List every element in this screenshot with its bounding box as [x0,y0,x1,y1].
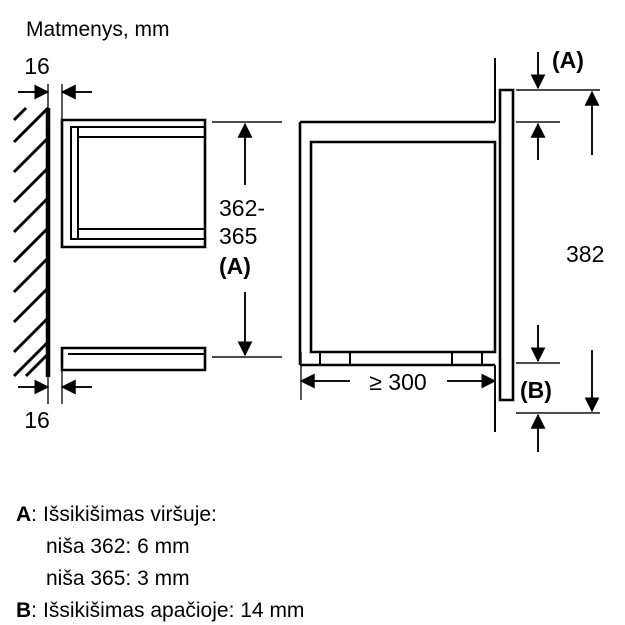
dimension-top-protrusion-note: (A) [552,47,584,73]
niche-upper-inner-frame [70,126,206,240]
dimension-overall-height: 382 [566,90,604,413]
appliance-outer-carcass [298,120,495,367]
legend-b-row: B: Išsikišimas apačioje: 14 mm [16,599,304,622]
dimension-overall-height-label: 382 [566,241,604,267]
page-title: Matmenys, mm [26,18,170,41]
dimension-niche-height-note: (A) [219,253,251,279]
appliance-foot-left [319,352,351,365]
legend-b-text: Išsikišimas apačioje: 14 mm [43,599,304,622]
legend-a-key: A [16,503,31,526]
left-side-view [12,106,207,378]
dimension-niche-height-line1: 362- [219,195,265,221]
legend: A: Išsikišimas viršuje: niša 362: 6 mm ni… [16,503,304,622]
right-front-view [298,58,515,432]
dimension-top-protrusion: (A) [516,47,600,160]
niche-upper-outline [60,118,207,249]
appliance-foot-right [451,352,483,365]
door-panel [498,88,515,402]
legend-a-sep: : [31,503,37,526]
dimension-bottom-16-label: 16 [24,407,50,433]
dimension-niche-height: 362- 365 (A) [212,121,282,358]
dimension-bottom-16: 16 [18,366,92,433]
dimension-top-16-label: 16 [24,53,50,79]
dimension-depth: ≥ 300 [299,352,497,400]
wall-hatching [12,106,50,378]
legend-a-line2: niša 365: 3 mm [46,567,190,590]
legend-a-row: A: Išsikišimas viršuje: [16,503,217,526]
dimension-bottom-protrusion: (B) [516,325,600,452]
legend-a-text: Išsikišimas viršuje: [43,503,217,526]
legend-b-key: B [16,599,31,622]
appliance-inner-cavity [309,140,497,354]
dimension-top-16: 16 [18,53,92,126]
legend-b-sep: : [31,599,37,622]
legend-a-line1: niša 362: 6 mm [46,535,190,558]
dimension-niche-height-line2: 365 [219,223,257,249]
dimension-bottom-protrusion-note: (B) [520,377,552,403]
dimension-depth-label: ≥ 300 [369,369,426,395]
niche-bottom-shelf [60,346,207,372]
